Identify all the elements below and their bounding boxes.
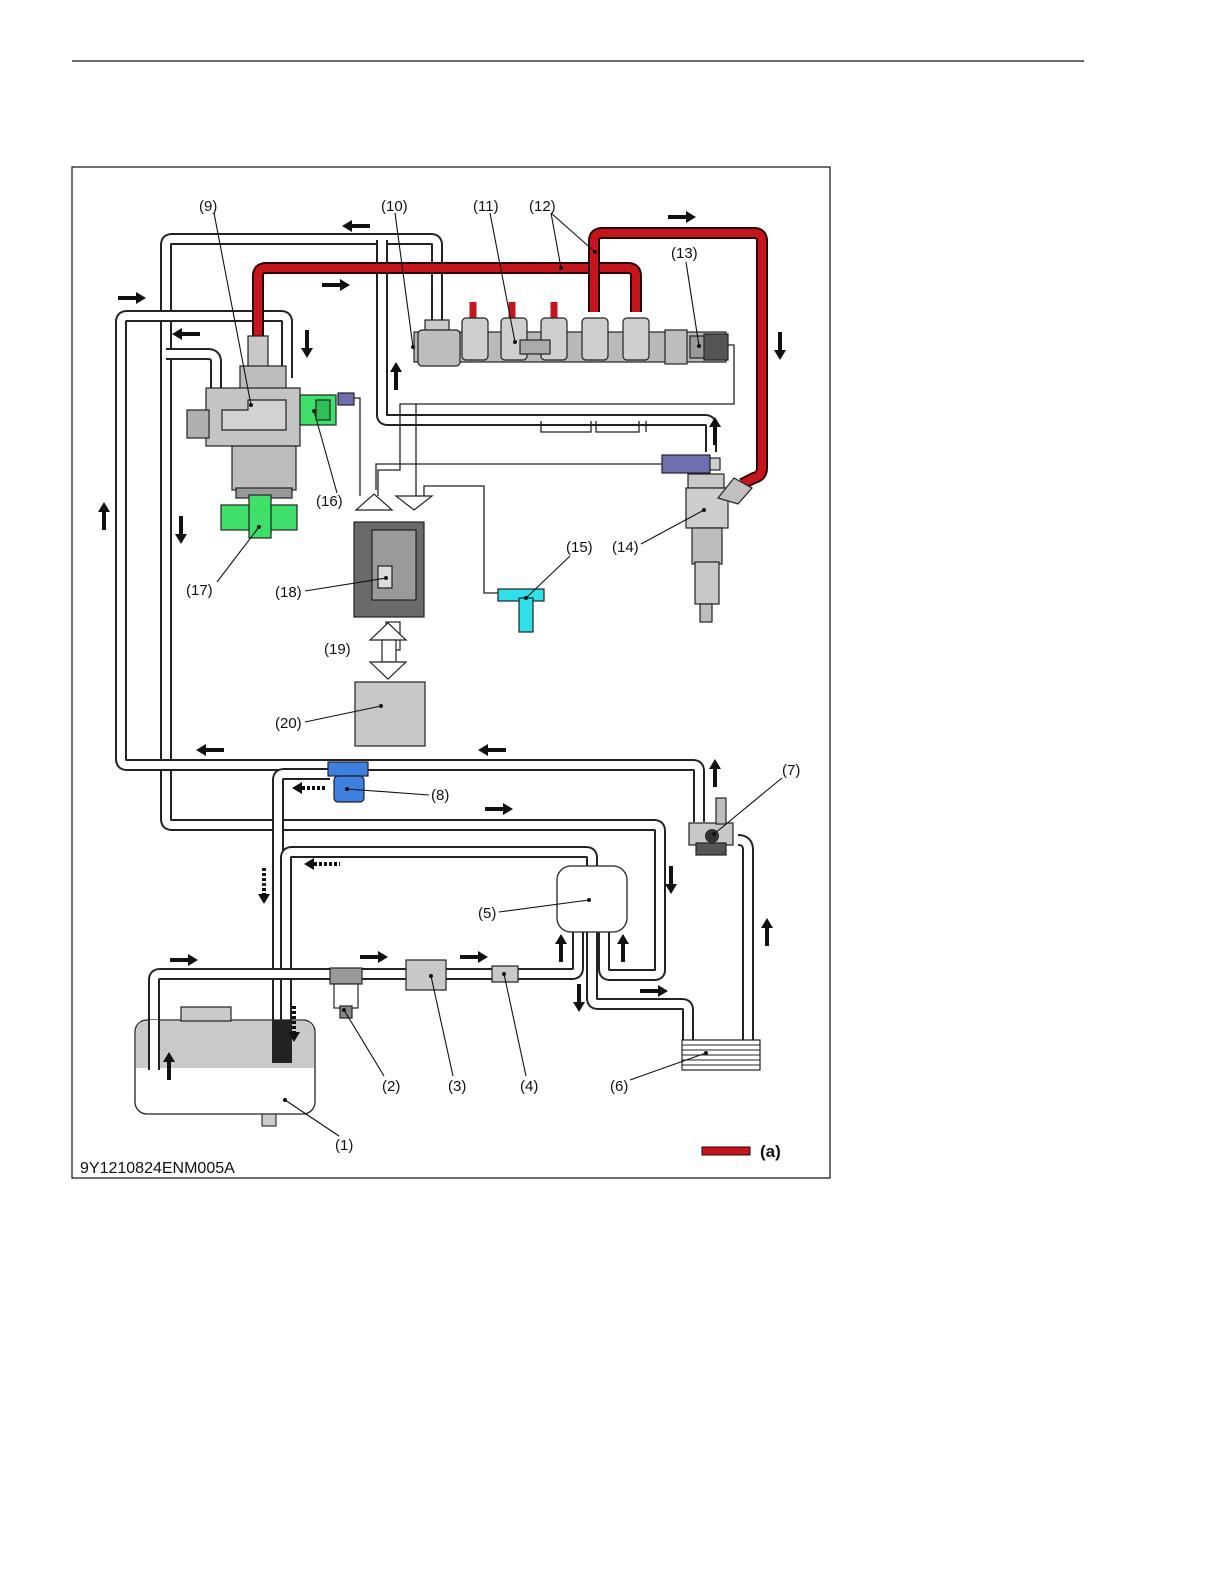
- label-20: (20): [275, 715, 302, 732]
- label-1: (1): [335, 1137, 353, 1154]
- label-7: (7): [782, 762, 800, 779]
- injector: [376, 455, 752, 622]
- legend-swatch: [702, 1147, 750, 1155]
- label-16: (16): [316, 493, 343, 510]
- label-11: (11): [473, 198, 499, 215]
- part-3: [406, 960, 446, 990]
- fuel-filter-8: [328, 762, 368, 802]
- part-5: [557, 866, 627, 932]
- label-8: (8): [431, 787, 449, 804]
- legend: (a): [702, 1142, 781, 1161]
- prefilter-2: [330, 968, 362, 1018]
- label-3: (3): [448, 1078, 466, 1095]
- label-6: (6): [610, 1078, 628, 1095]
- label-2: (2): [382, 1078, 400, 1095]
- arrow-left-icon: [172, 220, 506, 756]
- label-17: (17): [186, 582, 213, 599]
- label-4: (4): [520, 1078, 538, 1095]
- figure-code: 9Y1210824ENM005A: [80, 1160, 235, 1177]
- label-18: (18): [275, 584, 302, 601]
- sensor: [498, 589, 544, 632]
- label-9: (9): [199, 198, 217, 215]
- label-15: (15): [566, 539, 593, 556]
- fuel-tank: [135, 1007, 315, 1126]
- label-5: (5): [478, 905, 496, 922]
- cooler-6: [682, 1040, 760, 1070]
- part-20-box: [355, 682, 425, 746]
- legend-label: (a): [760, 1142, 781, 1161]
- label-10: (10): [381, 198, 408, 215]
- label-19: (19): [324, 641, 351, 658]
- label-14: (14): [612, 539, 639, 556]
- label-13: (13): [671, 245, 698, 262]
- label-12: (12): [529, 198, 556, 215]
